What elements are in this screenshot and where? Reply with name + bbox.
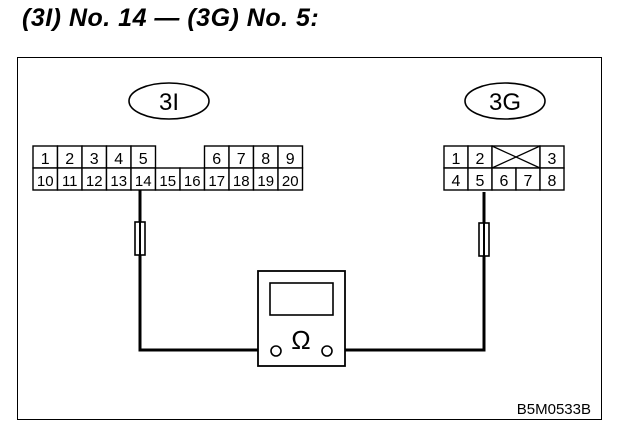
connector-3g-label-oval (464, 82, 546, 120)
pin-3g-5: 5 (476, 173, 485, 190)
diagram-title: (3I) No. 14 — (3G) No. 5: (22, 4, 320, 32)
connector-3i-label: 3I (159, 89, 179, 116)
connector-3i-label-oval (128, 82, 210, 120)
pin-3i-5: 5 (139, 151, 148, 168)
pin-3i-18: 18 (233, 173, 250, 190)
ohm-symbol: Ω (291, 325, 310, 355)
pin-3g-4: 4 (452, 173, 461, 190)
pin-3g-7: 7 (524, 173, 533, 190)
pin-3g-6: 6 (500, 173, 509, 190)
pin-3i-6: 6 (212, 151, 221, 168)
wire-3i-to-meter (138, 190, 270, 352)
pin-3i-20: 20 (282, 173, 299, 190)
ohmmeter-display (269, 282, 334, 316)
pin-3i-1: 1 (41, 151, 50, 168)
figure-code: B5M0533B (517, 401, 591, 418)
ohmmeter: Ω (257, 270, 346, 367)
pin-3i-17: 17 (208, 173, 225, 190)
wire-3g-to-meter (335, 192, 486, 352)
pin-3i-13: 13 (110, 173, 127, 190)
pin-3i-7: 7 (237, 151, 246, 168)
pin-3i-20-cell (277, 167, 304, 191)
ohmmeter-terminal-left (270, 345, 282, 357)
pin-3i-10: 10 (37, 173, 54, 190)
pin-3i-3: 3 (90, 151, 99, 168)
pin-3i-8: 8 (261, 151, 270, 168)
ohmmeter-terminal-right (321, 345, 333, 357)
pin-3i-11: 11 (62, 173, 78, 190)
pin-3i-19: 19 (257, 173, 274, 190)
pin-3i-14: 14 (135, 173, 152, 190)
pin-3i-4: 4 (114, 151, 123, 168)
connector-3g-label: 3G (489, 89, 521, 116)
pin-3g-3: 3 (548, 151, 557, 168)
pin-3g-blank-cross (491, 145, 541, 169)
pin-3g-1: 1 (452, 151, 461, 168)
pin-3i-2: 2 (65, 151, 74, 168)
pin-3g-2: 2 (476, 151, 485, 168)
pin-3g-8: 8 (548, 173, 557, 190)
diagram-frame (17, 57, 602, 420)
pin-3i-12: 12 (86, 173, 103, 190)
pin-3i-9: 9 (286, 151, 295, 168)
pin-3g-8-cell (539, 167, 565, 191)
pin-3i-15: 15 (159, 173, 176, 190)
pin-3i-16: 16 (184, 173, 201, 190)
